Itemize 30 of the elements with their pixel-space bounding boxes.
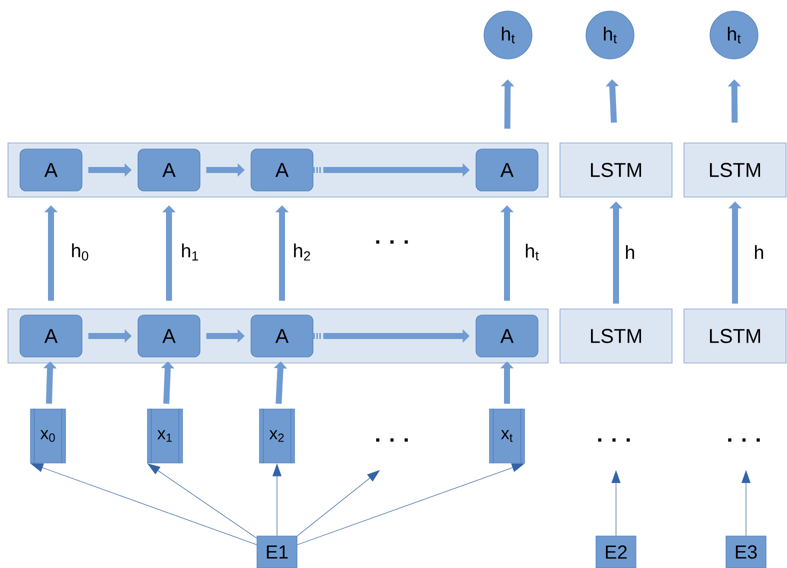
input-box: x$_{t}$ bbox=[489, 408, 525, 464]
edge-label: h bbox=[755, 245, 764, 259]
arrow bbox=[297, 470, 380, 536]
edge-label: h$_{1}$ bbox=[182, 244, 198, 260]
input-box: x$_{2}$ bbox=[259, 408, 295, 464]
edge-label: h$_{2}$ bbox=[294, 243, 310, 261]
embedding-box: E1 bbox=[256, 536, 298, 568]
cell-box: A bbox=[138, 148, 200, 192]
lstm-box: LSTM bbox=[684, 308, 786, 364]
lstm-box: LSTM bbox=[560, 308, 672, 364]
ellipsis: . . . bbox=[728, 438, 760, 442]
cell-box: A bbox=[20, 314, 82, 358]
cell-box: A bbox=[250, 148, 314, 192]
edge-label: h bbox=[626, 245, 634, 259]
input-box: x$_{0}$ bbox=[30, 408, 66, 464]
edge-label: h$_{0}$ bbox=[72, 243, 88, 261]
ellipsis: . . . bbox=[376, 438, 408, 442]
cell-box: A bbox=[250, 314, 314, 358]
cell-box: A bbox=[20, 148, 82, 192]
lstm-box: LSTM bbox=[560, 142, 672, 198]
embedding-box: E2 bbox=[596, 536, 636, 568]
edge-label: h$_{t}$ bbox=[526, 244, 539, 260]
input-box: x$_{1}$ bbox=[147, 408, 183, 464]
cell-box: A bbox=[476, 148, 538, 192]
embedding-box: E3 bbox=[726, 536, 766, 568]
cell-box: A bbox=[138, 314, 200, 358]
cell-box: A bbox=[476, 314, 538, 358]
ellipsis: . . . bbox=[376, 240, 408, 244]
lstm-box: LSTM bbox=[684, 142, 786, 198]
ellipsis: . . . bbox=[598, 438, 630, 442]
